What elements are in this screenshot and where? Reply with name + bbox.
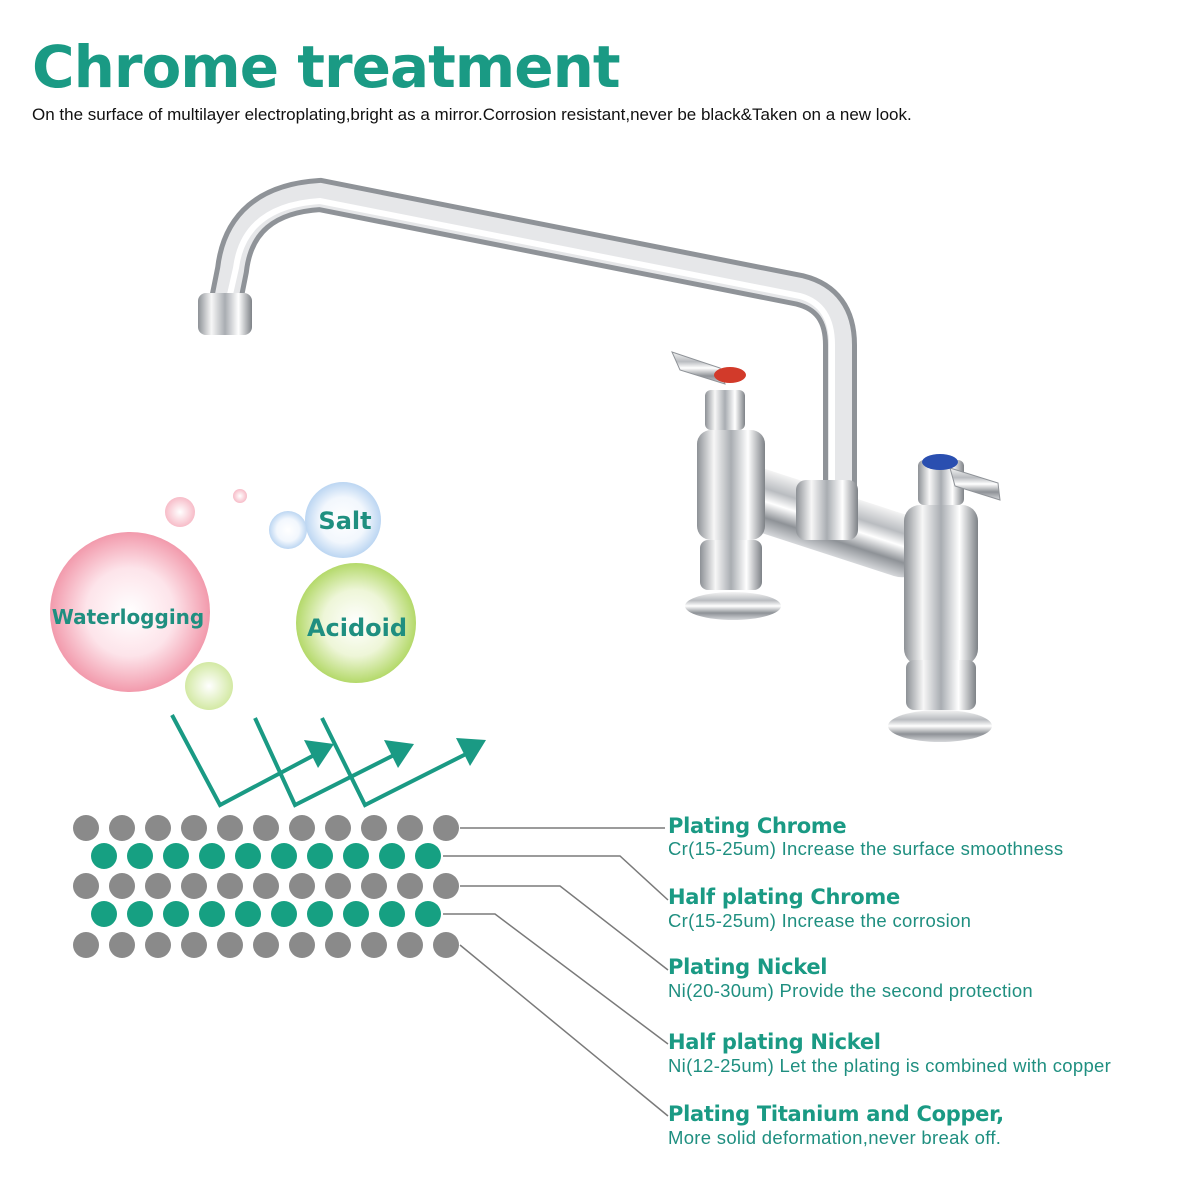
plating-layers-dots: [73, 815, 459, 958]
deflection-arrows: [170, 714, 486, 808]
faucet-image: [198, 177, 1001, 742]
contaminant-bubbles: [50, 482, 416, 710]
layer-dot: [433, 815, 459, 841]
layer-dot: [379, 843, 405, 869]
layer-dot: [253, 932, 279, 958]
layer-dot: [271, 843, 297, 869]
waterlogging-label: Waterlogging: [51, 605, 205, 629]
layer-desc-plating-nickel: Ni(20-30um) Provide the second protectio…: [668, 980, 1034, 1001]
acidoid-bubble: [296, 563, 416, 683]
layer-title-plating-titanium-copper: Plating Titanium and Copper,: [668, 1102, 1004, 1126]
layer-dot: [397, 873, 423, 899]
layer-dot: [109, 815, 135, 841]
layer-dot: [361, 932, 387, 958]
salt-bubble: [305, 482, 381, 558]
layer-dot: [199, 901, 225, 927]
layer-dot: [145, 932, 171, 958]
small-bubble: [185, 662, 233, 710]
cold-handle-cap: [922, 454, 958, 470]
layer-dot: [253, 873, 279, 899]
layer-dot: [217, 815, 243, 841]
layer-dot: [289, 873, 315, 899]
layer-dot: [397, 815, 423, 841]
page-subtitle: On the surface of multilayer electroplat…: [32, 105, 912, 124]
layer-dot: [163, 843, 189, 869]
layer-title-plating-nickel: Plating Nickel: [668, 955, 828, 979]
layer-dot: [361, 815, 387, 841]
layer-desc-plating-chrome: Cr(15-25um) Increase the surface smoothn…: [668, 838, 1064, 859]
layer-dot: [325, 815, 351, 841]
small-bubble: [233, 489, 247, 503]
cold-valve: [888, 454, 1001, 742]
layer-dot: [73, 815, 99, 841]
layer-dot: [181, 815, 207, 841]
layer-dot: [397, 932, 423, 958]
hot-handle-cap: [714, 367, 746, 383]
layer-dot: [109, 932, 135, 958]
layer-title-half-plating-nickel: Half plating Nickel: [668, 1030, 881, 1054]
layer-dot: [217, 932, 243, 958]
layer-dot: [379, 901, 405, 927]
small-bubble: [165, 497, 195, 527]
layer-dot: [109, 873, 135, 899]
layer-dot: [73, 873, 99, 899]
layer-dot: [415, 843, 441, 869]
layer-dot: [361, 873, 387, 899]
layer-dot: [343, 843, 369, 869]
layer-desc-half-plating-nickel: Ni(12-25um) Let the plating is combined …: [668, 1055, 1112, 1076]
layer-dot: [415, 901, 441, 927]
layer-dot: [253, 815, 279, 841]
layer-dot: [271, 901, 297, 927]
page-title: Chrome treatment: [32, 33, 621, 101]
layer-dot: [145, 815, 171, 841]
layer-dot: [217, 873, 243, 899]
spout-tip: [198, 293, 252, 335]
layer-dot: [181, 932, 207, 958]
layer-dot: [91, 843, 117, 869]
layer-dot: [433, 932, 459, 958]
layer-dot: [433, 873, 459, 899]
layer-dot: [289, 932, 315, 958]
acidoid-label: Acidoid: [306, 614, 408, 642]
small-bubble: [269, 511, 307, 549]
layer-dot: [199, 843, 225, 869]
layer-dot: [289, 815, 315, 841]
layer-dot: [127, 901, 153, 927]
hot-valve: [671, 351, 781, 620]
leader-lines: [443, 827, 669, 1117]
layer-dot: [73, 932, 99, 958]
layer-dot: [235, 843, 261, 869]
layer-dot: [343, 901, 369, 927]
layer-desc-plating-titanium-copper: More solid deformation,never break off.: [668, 1127, 1002, 1148]
layer-dot: [307, 901, 333, 927]
layer-dot: [307, 843, 333, 869]
layer-dot: [91, 901, 117, 927]
layer-dot: [235, 901, 261, 927]
salt-label: Salt: [318, 507, 372, 535]
layer-dot: [325, 873, 351, 899]
layer-title-half-plating-chrome: Half plating Chrome: [668, 885, 900, 909]
layer-title-plating-chrome: Plating Chrome: [668, 814, 847, 838]
waterlogging-bubble: [50, 532, 210, 692]
layer-dot: [145, 873, 171, 899]
layer-dot: [325, 932, 351, 958]
layer-dot: [163, 901, 189, 927]
layer-dot: [181, 873, 207, 899]
layer-desc-half-plating-chrome: Cr(15-25um) Increase the corrosion: [668, 910, 972, 931]
layer-dot: [127, 843, 153, 869]
